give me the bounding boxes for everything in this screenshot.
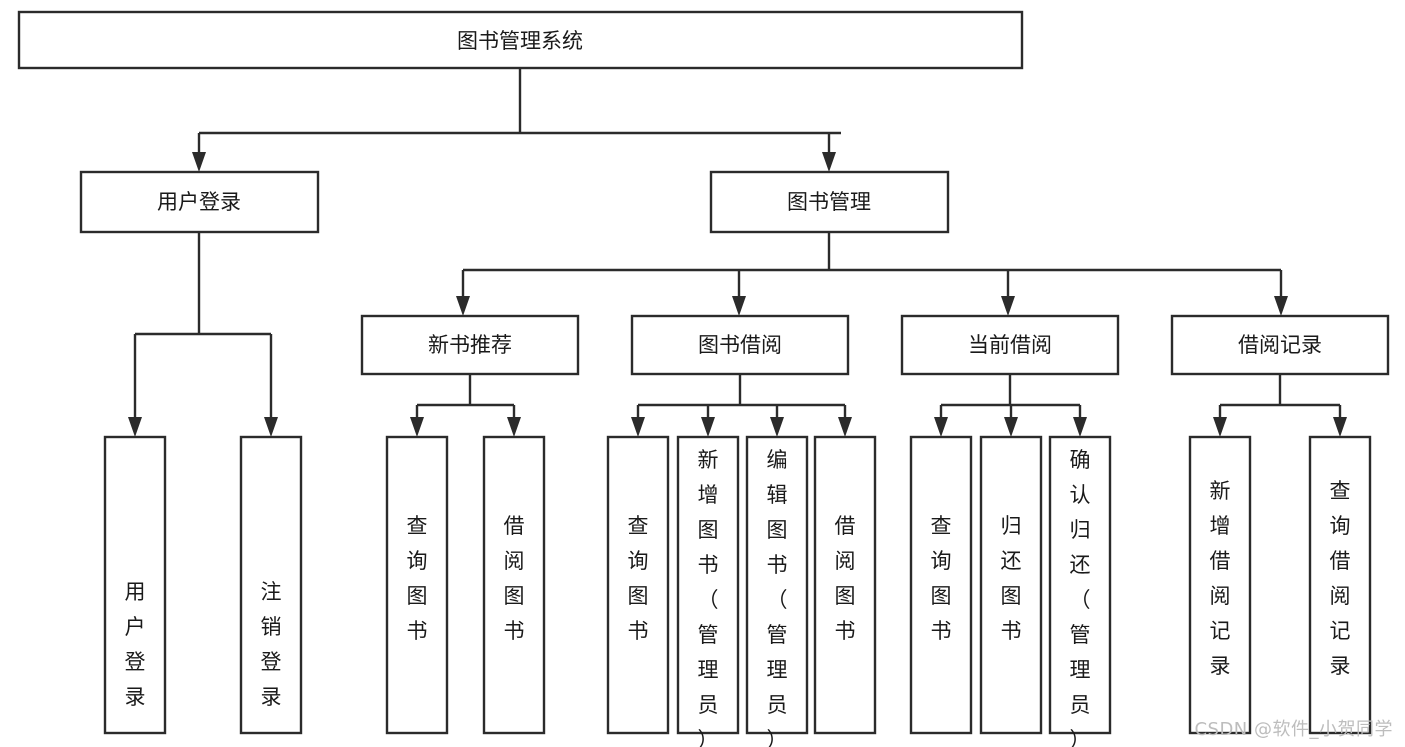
csdn-watermark: CSDN @软件_小贺同学 bbox=[1194, 719, 1393, 740]
node-leaf-add-record-box[interactable] bbox=[1188, 435, 1252, 735]
node-leaf-add-record[interactable]: 新增借阅记录 bbox=[1188, 435, 1252, 735]
node-current-borrow-box[interactable] bbox=[900, 314, 1120, 376]
leaf-node-layer: 用户登录 注销登录 查询图书 借阅图书 查询图书 新增图书（管理员） 编辑图书（管理员） 借阅… bbox=[103, 435, 1372, 747]
node-leaf-query-book-1-box[interactable] bbox=[385, 435, 449, 735]
node-borrow-record[interactable]: 借阅记录 bbox=[1170, 314, 1390, 376]
arrow-head-icon bbox=[822, 152, 836, 172]
arrow-head-icon bbox=[1274, 296, 1288, 316]
node-leaf-borrow-book-2-box[interactable] bbox=[813, 435, 877, 735]
node-leaf-confirm-return[interactable]: 确认归还（管理员） bbox=[1048, 435, 1112, 747]
node-leaf-return-book-label: 归还图书 bbox=[1001, 514, 1022, 643]
arrow-head-icon bbox=[1073, 417, 1087, 437]
node-leaf-query-book-2-label: 查询图书 bbox=[628, 514, 649, 643]
node-leaf-return-book-box[interactable] bbox=[979, 435, 1043, 735]
node-root-label: 图书管理系统 bbox=[457, 29, 583, 53]
arrow-head-icon bbox=[456, 296, 470, 316]
node-leaf-borrow-book-2[interactable]: 借阅图书 bbox=[813, 435, 877, 735]
arrow-head-icon bbox=[732, 296, 746, 316]
arrow-head-icon bbox=[264, 417, 278, 437]
arrow-head-icon bbox=[701, 417, 715, 437]
node-leaf-confirm-return-label: 确认归还（管理员） bbox=[1070, 448, 1091, 747]
arrow-head-icon bbox=[128, 417, 142, 437]
node-new-book-recommend-label: 新书推荐 bbox=[428, 333, 512, 357]
node-leaf-query-book-2-box[interactable] bbox=[606, 435, 670, 735]
node-leaf-query-book-3-box[interactable] bbox=[909, 435, 973, 735]
node-root[interactable]: 图书管理系统 bbox=[17, 10, 1024, 70]
arrow-head-icon bbox=[1213, 417, 1227, 437]
arrow-head-icon bbox=[192, 152, 206, 172]
connector-layer bbox=[128, 68, 1347, 437]
node-current-borrow[interactable]: 当前借阅 bbox=[900, 314, 1120, 376]
node-book-manage-label: 图书管理 bbox=[787, 190, 871, 214]
node-user-login-box[interactable] bbox=[79, 170, 320, 234]
node-leaf-query-book-1-label: 查询图书 bbox=[407, 514, 428, 643]
node-leaf-query-record-label: 查询借阅记录 bbox=[1330, 479, 1351, 678]
node-leaf-query-record[interactable]: 查询借阅记录 bbox=[1308, 435, 1372, 735]
arrow-head-icon bbox=[1004, 417, 1018, 437]
node-leaf-query-book-3[interactable]: 查询图书 bbox=[909, 435, 973, 735]
node-leaf-return-book[interactable]: 归还图书 bbox=[979, 435, 1043, 735]
node-leaf-query-book-1[interactable]: 查询图书 bbox=[385, 435, 449, 735]
arrow-head-icon bbox=[507, 417, 521, 437]
arrow-head-icon bbox=[934, 417, 948, 437]
arrow-head-icon bbox=[1333, 417, 1347, 437]
node-leaf-add-book[interactable]: 新增图书（管理员） bbox=[676, 435, 740, 747]
node-book-manage[interactable]: 图书管理 bbox=[709, 170, 950, 234]
node-new-book-recommend-box[interactable] bbox=[360, 314, 580, 376]
node-leaf-query-book-3-label: 查询图书 bbox=[931, 514, 952, 643]
node-borrow-record-box[interactable] bbox=[1170, 314, 1390, 376]
node-leaf-edit-book-label: 编辑图书（管理员） bbox=[767, 448, 788, 747]
node-leaf-add-record-label: 新增借阅记录 bbox=[1210, 479, 1231, 678]
node-leaf-logout-label: 注销登录 bbox=[261, 580, 282, 709]
node-book-borrow-box[interactable] bbox=[630, 314, 850, 376]
node-book-manage-box[interactable] bbox=[709, 170, 950, 234]
arrow-head-icon bbox=[410, 417, 424, 437]
node-book-borrow-label: 图书借阅 bbox=[698, 333, 782, 357]
arrow-head-icon bbox=[770, 417, 784, 437]
node-leaf-user-login-box[interactable] bbox=[103, 435, 167, 735]
node-new-book-recommend[interactable]: 新书推荐 bbox=[360, 314, 580, 376]
node-leaf-borrow-book-1[interactable]: 借阅图书 bbox=[482, 435, 546, 735]
node-user-login-label: 用户登录 bbox=[157, 190, 241, 214]
node-current-borrow-label: 当前借阅 bbox=[968, 333, 1052, 357]
node-leaf-query-book-2[interactable]: 查询图书 bbox=[606, 435, 670, 735]
node-leaf-borrow-book-1-box[interactable] bbox=[482, 435, 546, 735]
node-leaf-confirm-return-box[interactable] bbox=[1048, 435, 1112, 735]
node-book-borrow[interactable]: 图书借阅 bbox=[630, 314, 850, 376]
arrow-head-icon bbox=[838, 417, 852, 437]
node-leaf-add-book-label: 新增图书（管理员） bbox=[698, 448, 719, 747]
arrow-head-icon bbox=[631, 417, 645, 437]
node-leaf-user-login-label: 用户登录 bbox=[125, 580, 146, 709]
node-leaf-borrow-book-2-label: 借阅图书 bbox=[835, 514, 856, 643]
node-leaf-edit-book-box[interactable] bbox=[745, 435, 809, 735]
node-leaf-query-record-box[interactable] bbox=[1308, 435, 1372, 735]
node-leaf-edit-book[interactable]: 编辑图书（管理员） bbox=[745, 435, 809, 747]
arrow-head-icon bbox=[1001, 296, 1015, 316]
node-leaf-logout-box[interactable] bbox=[239, 435, 303, 735]
node-user-login[interactable]: 用户登录 bbox=[79, 170, 320, 234]
node-leaf-add-book-box[interactable] bbox=[676, 435, 740, 735]
node-leaf-logout[interactable]: 注销登录 bbox=[239, 435, 303, 735]
node-borrow-record-label: 借阅记录 bbox=[1238, 333, 1322, 357]
node-root-box[interactable] bbox=[17, 10, 1024, 70]
node-leaf-user-login[interactable]: 用户登录 bbox=[103, 435, 167, 735]
node-leaf-borrow-book-1-label: 借阅图书 bbox=[504, 514, 525, 643]
